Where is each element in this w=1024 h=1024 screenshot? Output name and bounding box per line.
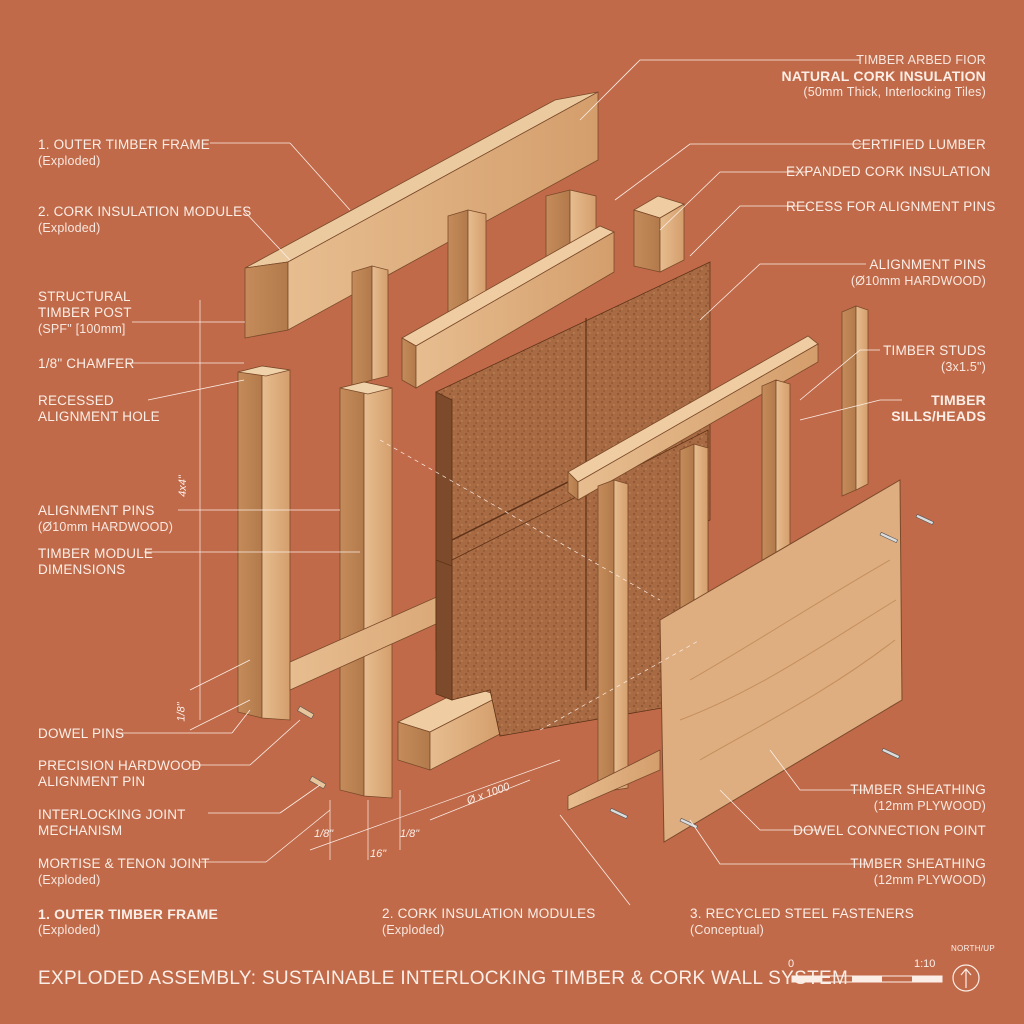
legend-cork-modules: 2. CORK INSULATION MODULES (Exploded) [382,906,596,937]
scale-bar [791,975,943,983]
north-indicator: NORTH/UP [948,944,998,1000]
scale-start: 0 [788,958,795,970]
steel-fasteners [297,513,934,830]
label-timber-sheathing-1: TIMBER SHEATHING (12mm PLYWOOD) [850,782,986,813]
dim-bottom-eighth-a: 1/8" [314,828,334,840]
plywood-sheathing [659,479,903,843]
label-timber-studs: TIMBER STUDS (3x1.5") [883,343,986,374]
dim-bottom-eighth-b: 1/8" [400,828,420,840]
leader-lines [116,59,902,906]
label-dowel-connection: DOWEL CONNECTION POINT [793,823,986,838]
inner-stud-frame [567,305,869,811]
label-cork-modules-top: 2. CORK INSULATION MODULES (Exploded) [38,204,252,235]
label-alignment-pins-left: ALIGNMENT PINS (Ø10mm HARDWOOD) [38,503,174,534]
label-alignment-pins-right: ALIGNMENT PINS (Ø10mm HARDWOOD) [850,257,986,288]
label-outer-frame-top: 1. OUTER TIMBER FRAME (Exploded) [38,137,210,168]
dim-bottom-sixteen: 16" [370,848,387,860]
label-interlocking-joint: INTERLOCKING JOINT MECHANISM [38,807,186,838]
label-recessed-hole: RECESSED ALIGNMENT HOLE [38,393,160,424]
label-dowel-pins: DOWEL PINS [38,726,125,741]
label-chamfer: 1/8" CHAMFER [38,356,135,371]
legend-steel-fasteners: 3. RECYCLED STEEL FASTENERS (Conceptual) [690,906,914,937]
label-expanded-cork: EXPANDED CORK INSULATION [786,164,991,179]
scale-end: 1:10 [914,958,936,970]
label-precision-pin: PRECISION HARDWOOD ALIGNMENT PIN [38,758,202,789]
label-recess-pins: RECESS FOR ALIGNMENT PINS [786,199,996,214]
dimension-lines [189,300,701,860]
label-mortise-tenon: MORTISE & TENON JOINT (Exploded) [38,856,210,887]
dim-base-eighth: 1/8" [175,702,188,722]
label-structural-post: STRUCTURAL TIMBER POST (SPF" [100mm] [38,289,132,336]
label-timber-sills: TIMBER SILLS/HEADS [891,392,986,424]
cork-insulation-modules [435,261,711,737]
north-arrow-icon [952,964,980,992]
label-certified-lumber: CERTIFIED LUMBER [851,137,986,152]
label-timber-arbed: TIMBER ARBED FIOR NATURAL CORK INSULATIO… [781,53,986,99]
label-timber-sheathing-2: TIMBER SHEATHING (12mm PLYWOOD) [850,856,986,887]
north-label: NORTH/UP [950,944,996,953]
dim-post-height: 4x4" [176,475,189,497]
label-module-dimensions: TIMBER MODULE DIMENSIONS [38,546,154,577]
legend-outer-frame: 1. OUTER TIMBER FRAME (Exploded) [38,906,218,937]
diagram-title: EXPLODED ASSEMBLY: SUSTAINABLE INTERLOCK… [38,968,849,989]
